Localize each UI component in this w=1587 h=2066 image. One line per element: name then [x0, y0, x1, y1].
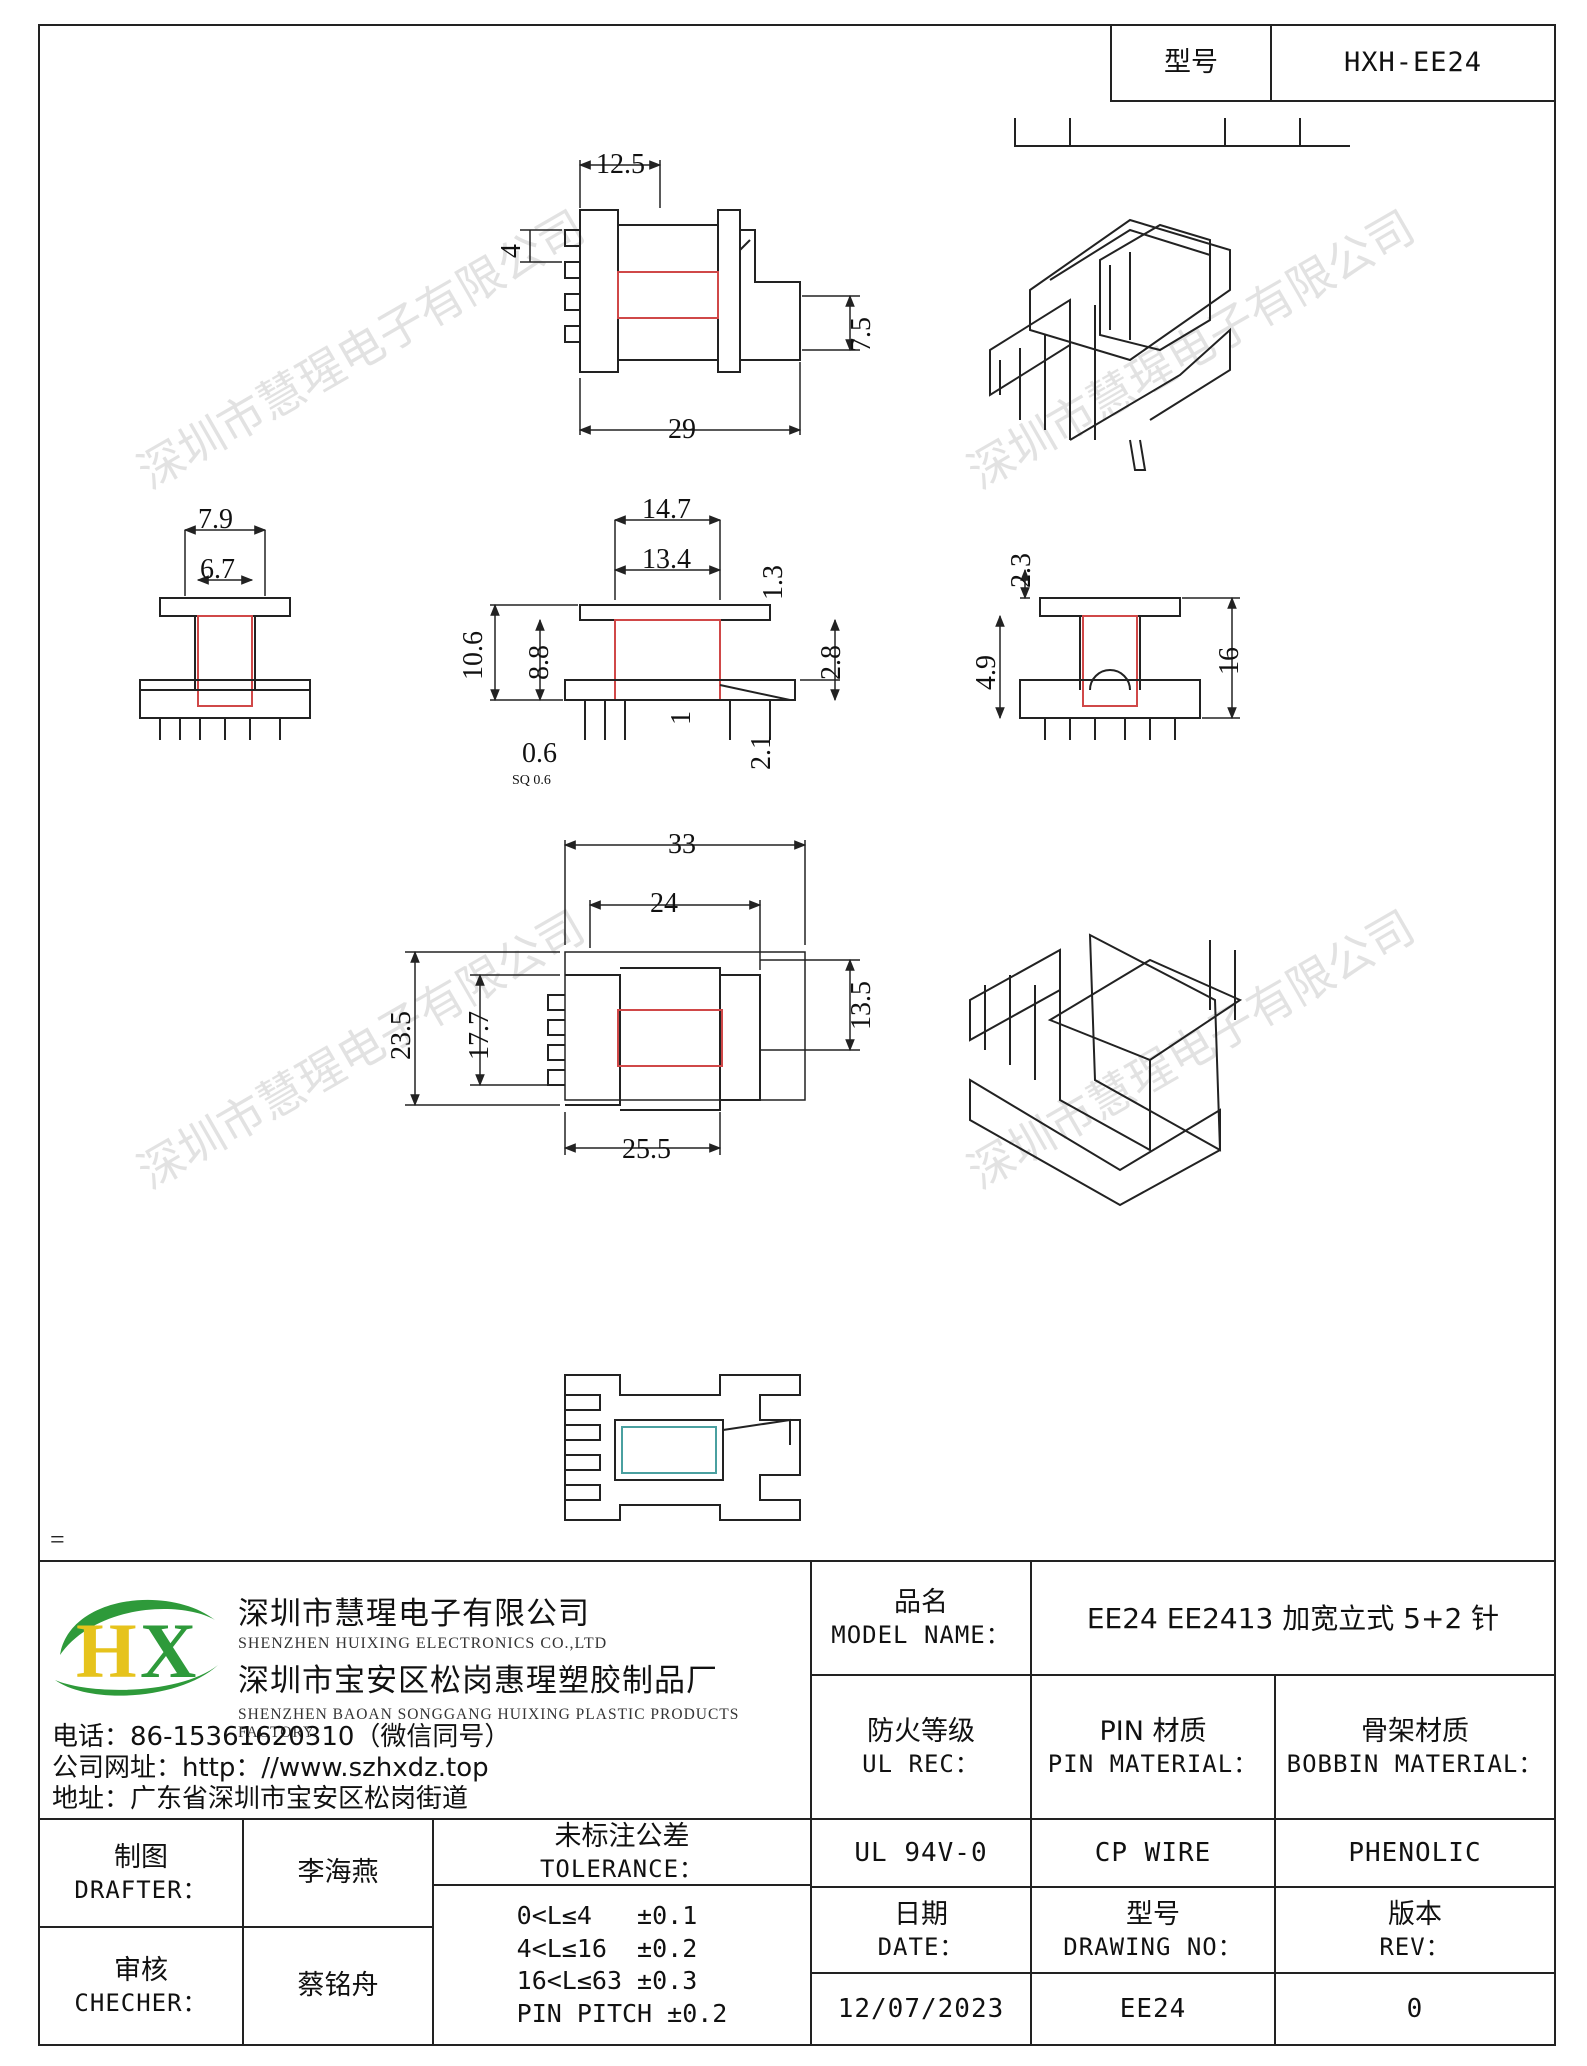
isometric-view-1 — [989, 218, 1231, 471]
drawing-no-value: EE24 — [1030, 1972, 1276, 2046]
tolerance-line: 0<L≤4 ±0.1 — [516, 1901, 698, 1930]
rev-value: 0 — [1274, 1972, 1556, 2046]
tolerance-line: 16<L≤63 ±0.3 — [516, 1966, 698, 1995]
tolerance-label: 未标注公差 TOLERANCE： — [432, 1818, 812, 1886]
dim-label: 1 — [666, 711, 697, 725]
date-value: 12/07/2023 — [810, 1972, 1032, 2046]
dim-label: 16 — [1214, 647, 1245, 675]
dim-label: 17.7 — [464, 1011, 495, 1060]
bobbin-material-label: 骨架材质 BOBBIN MATERIAL： — [1274, 1674, 1556, 1820]
dim-label: 14.7 — [642, 494, 691, 525]
dim-label: 33 — [668, 829, 696, 860]
pin-material-value: CP WIRE — [1030, 1818, 1276, 1888]
company-logo: H X — [55, 1599, 218, 1696]
dim-label: 24 — [650, 888, 678, 919]
contact-website: 公司网址：http：//www.szhxdz.top — [52, 1753, 489, 1784]
dim-label: 2.8 — [816, 645, 847, 680]
company-name-en: SHENZHEN HUIXING ELECTRONICS CO.,LTD — [238, 1635, 608, 1652]
section-view — [564, 1374, 801, 1521]
contact-info: 电话：86-15361620310（微信同号） 公司网址：http：//www.… — [52, 1722, 510, 1816]
pin-material-label: PIN 材质 PIN MATERIAL： — [1030, 1674, 1276, 1820]
tolerance-line: PIN PITCH ±0.2 — [516, 1998, 728, 2028]
dim-label: 1.3 — [758, 565, 789, 600]
checker-name: 蔡铭舟 — [242, 1926, 434, 2046]
ul-rec-label: 防火等级 UL REC： — [810, 1674, 1032, 1820]
dim-label: 12.5 — [596, 149, 645, 180]
dim-label: 7.9 — [198, 504, 233, 535]
dim-label: 29 — [668, 414, 696, 445]
partial-view-top — [1014, 118, 1350, 147]
dim-label: 2.3 — [1006, 553, 1037, 588]
logo-letter-h: H — [76, 1607, 137, 1694]
watermark-text: 深圳市慧瑆电子有限公司 — [129, 900, 594, 1200]
watermark-text: 深圳市慧瑆电子有限公司 — [959, 900, 1424, 1200]
front-view-labels: 14.7 13.4 1.3 10.6 8.8 2.8 1 0.6 SQ 0.6 … — [458, 494, 847, 788]
rev-label: 版本 REV： — [1274, 1886, 1556, 1974]
drawing-no-label: 型号 DRAWING NO： — [1030, 1886, 1276, 1974]
checker-label: 审核 CHECHER： — [38, 1926, 244, 2046]
right-side-view-labels: 2.3 4.9 16 — [971, 553, 1245, 690]
bottom-view — [405, 840, 860, 1155]
company-name-cn: 深圳市慧瑆电子有限公司 — [238, 1596, 590, 1632]
factory-name-cn: 深圳市宝安区松岗惠瑆塑胶制品厂 — [238, 1663, 718, 1699]
watermark-text: 深圳市慧瑆电子有限公司 — [959, 200, 1424, 500]
drafter-name: 李海燕 — [242, 1818, 434, 1928]
tolerance-line: 4<L≤16 ±0.2 — [516, 1933, 698, 1963]
dim-label: 8.8 — [524, 645, 555, 680]
dim-label: 25.5 — [622, 1134, 671, 1165]
dim-label: 6.7 — [200, 554, 235, 585]
dim-label: 23.5 — [386, 1011, 417, 1060]
ul-rec-value: UL 94V-0 — [810, 1818, 1032, 1888]
left-side-view-labels: 7.9 6.7 — [198, 504, 235, 585]
dim-label: 4 — [496, 244, 527, 258]
dim-label: 13.5 — [846, 981, 877, 1030]
model-value: HXH-EE24 — [1343, 47, 1483, 79]
bottom-view-labels: 33 24 13.5 23.5 17.7 25.5 — [386, 829, 877, 1165]
tolerance-values: 0<L≤4 ±0.1 4<L≤16 ±0.2 16<L≤63 ±0.3 PIN … — [432, 1884, 812, 2046]
left-side-view — [139, 525, 311, 740]
dim-label: 7.5 — [846, 317, 877, 352]
logo-letter-x: X — [140, 1607, 196, 1694]
front-view — [490, 515, 840, 740]
bobbin-material-value: PHENOLIC — [1274, 1818, 1556, 1888]
factory-name-en: SHENZHEN BAOAN SONGGANG HUIXING PLASTIC … — [238, 1706, 740, 1741]
dim-label: 2.1 — [746, 735, 777, 770]
model-name-label: 品名 MODEL NAME： — [810, 1560, 1032, 1676]
misc-mark: = — [50, 1525, 65, 1554]
dim-label: 4.9 — [971, 655, 1002, 690]
model-label: 型号 — [1164, 47, 1218, 79]
right-side-view — [995, 568, 1240, 740]
tolerance-list: 0<L≤4 ±0.1 4<L≤16 ±0.2 16<L≤63 ±0.3 PIN … — [517, 1900, 728, 2030]
dim-label: 10.6 — [458, 631, 489, 680]
drafter-label: 制图 DRAFTER： — [38, 1818, 244, 1928]
model-name-value: EE24 EE2413 加宽立式 5+2 针 — [1030, 1560, 1556, 1676]
dim-label: 13.4 — [642, 544, 691, 575]
top-view-labels: 12.5 4 7.5 29 — [496, 149, 877, 445]
model-value-cell: HXH-EE24 — [1270, 24, 1556, 102]
date-label: 日期 DATE： — [810, 1886, 1032, 1974]
dim-label: SQ 0.6 — [512, 773, 551, 788]
isometric-view-2 — [969, 933, 1243, 1207]
contact-address: 地址：广东省深圳市宝安区松岗街道 — [52, 1784, 469, 1815]
technical-drawing: 深圳市慧瑆电子有限公司 深圳市慧瑆电子有限公司 深圳市慧瑆电子有限公司 深圳市慧… — [50, 118, 1424, 1554]
top-view — [520, 160, 860, 435]
company-info: 深圳市慧瑆电子有限公司 SHENZHEN HUIXING ELECTRONICS… — [238, 1588, 808, 1742]
contact-phone: 电话：86-15361620310（微信同号） — [52, 1722, 511, 1752]
dim-label: 0.6 — [522, 738, 557, 769]
